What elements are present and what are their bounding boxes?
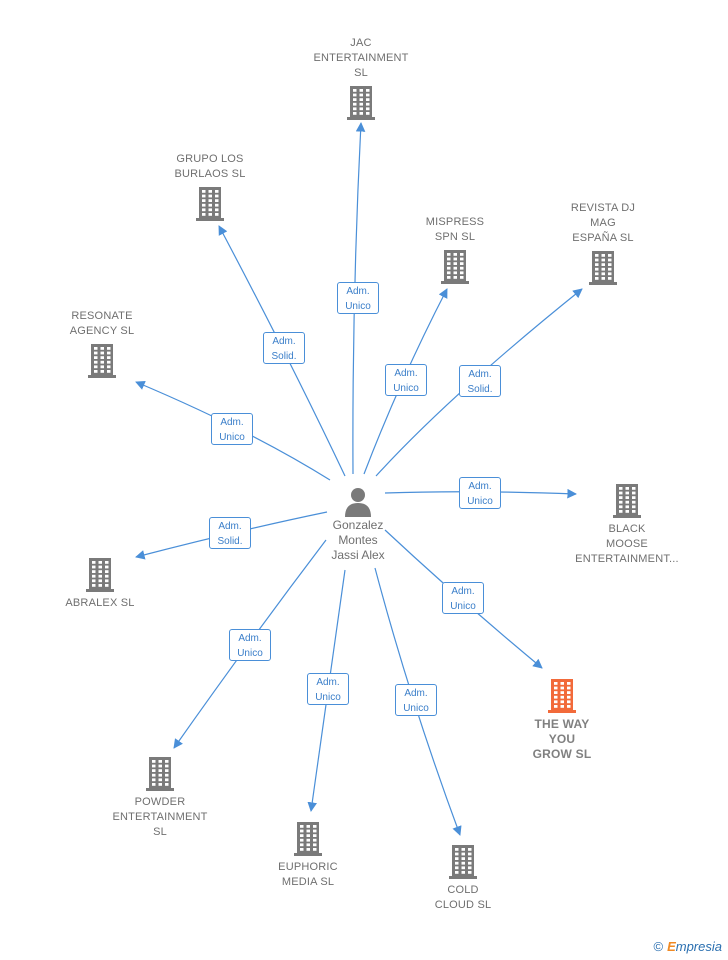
company-name: JAC ENTERTAINMENT SL: [313, 37, 409, 79]
building-icon: [294, 822, 322, 856]
company-node-black[interactable]: BLACK MOOSE ENTERTAINMENT...: [562, 482, 692, 567]
copyright-icon: ©: [653, 939, 664, 954]
company-name: THE WAY YOU GROW SL: [532, 717, 592, 761]
role-line-2: Solid.: [217, 536, 243, 547]
role-line-2: Unico: [450, 601, 476, 612]
person-name: Gonzalez Montes Jassi Alex: [331, 518, 385, 562]
company-name: COLD CLOUD SL: [434, 884, 492, 911]
building-icon: [86, 558, 114, 592]
company-node-jac[interactable]: JAC ENTERTAINMENT SL: [296, 36, 426, 120]
company-name: REVISTA DJ MAG ESPAÑA SL: [570, 202, 636, 244]
role-line-2: Solid.: [467, 384, 493, 395]
company-node-cold[interactable]: COLD CLOUD SL: [398, 843, 528, 913]
role-badge-cold[interactable]: Adm. Unico: [395, 684, 437, 716]
building-icon: [196, 187, 224, 221]
role-badge-black[interactable]: Adm. Unico: [459, 477, 501, 509]
role-badge-revista[interactable]: Adm. Solid.: [459, 365, 501, 397]
company-name: BLACK MOOSE ENTERTAINMENT...: [575, 523, 679, 565]
company-node-powder[interactable]: POWDER ENTERTAINMENT SL: [95, 755, 225, 840]
building-icon: [441, 250, 469, 284]
role-line-2: Unico: [393, 383, 419, 394]
role-line-1: Adm.: [404, 688, 428, 699]
role-badge-jac[interactable]: Adm. Unico: [337, 282, 379, 314]
brand-footer: ©Empresia: [653, 939, 722, 954]
role-badge-grupo[interactable]: Adm. Solid.: [263, 332, 305, 364]
role-badge-powder[interactable]: Adm. Unico: [229, 629, 271, 661]
role-line-1: Adm.: [346, 286, 370, 297]
role-line-1: Adm.: [316, 677, 340, 688]
role-line-1: Adm.: [468, 481, 492, 492]
role-line-1: Adm.: [220, 417, 244, 428]
brand-name: mpresia: [675, 939, 722, 954]
role-line-1: Adm.: [451, 586, 475, 597]
role-badge-abralex[interactable]: Adm. Solid.: [209, 517, 251, 549]
company-name: EUPHORIC MEDIA SL: [278, 861, 338, 888]
company-name: MISPRESS SPN SL: [425, 216, 485, 243]
building-icon: [548, 679, 576, 713]
role-line-2: Unico: [345, 301, 371, 312]
role-badge-theway[interactable]: Adm. Unico: [442, 582, 484, 614]
role-badge-resonate[interactable]: Adm. Unico: [211, 413, 253, 445]
company-node-resonate[interactable]: RESONATE AGENCY SL: [37, 309, 167, 378]
role-line-1: Adm.: [468, 369, 492, 380]
role-line-2: Unico: [467, 496, 493, 507]
building-icon: [613, 484, 641, 518]
company-node-grupo[interactable]: GRUPO LOS BURLAOS SL: [145, 152, 275, 221]
role-line-1: Adm.: [218, 521, 242, 532]
role-line-2: Unico: [315, 692, 341, 703]
building-icon: [146, 757, 174, 791]
role-line-2: Solid.: [271, 351, 297, 362]
role-line-2: Unico: [403, 703, 429, 714]
role-line-2: Unico: [237, 648, 263, 659]
company-node-mispress[interactable]: MISPRESS SPN SL: [390, 215, 520, 284]
company-node-abralex[interactable]: ABRALEX SL: [35, 556, 165, 611]
role-line-1: Adm.: [272, 336, 296, 347]
company-name: POWDER ENTERTAINMENT SL: [112, 796, 208, 838]
company-name: ABRALEX SL: [65, 597, 135, 609]
company-node-revista[interactable]: REVISTA DJ MAG ESPAÑA SL: [538, 201, 668, 285]
role-badge-mispress[interactable]: Adm. Unico: [385, 364, 427, 396]
building-icon: [449, 845, 477, 879]
company-node-theway[interactable]: THE WAY YOU GROW SL: [497, 677, 627, 762]
company-name: GRUPO LOS BURLAOS SL: [174, 153, 246, 180]
company-node-euphoric[interactable]: EUPHORIC MEDIA SL: [243, 820, 373, 890]
role-line-1: Adm.: [394, 368, 418, 379]
role-line-1: Adm.: [238, 633, 262, 644]
role-badge-euphoric[interactable]: Adm. Unico: [307, 673, 349, 705]
person-icon: [345, 488, 371, 517]
building-icon: [589, 251, 617, 285]
building-icon: [88, 344, 116, 378]
building-icon: [347, 86, 375, 120]
center-person[interactable]: Gonzalez Montes Jassi Alex: [318, 486, 398, 563]
company-name: RESONATE AGENCY SL: [69, 310, 135, 337]
brand-initial: E: [667, 939, 676, 954]
role-line-2: Unico: [219, 432, 245, 443]
